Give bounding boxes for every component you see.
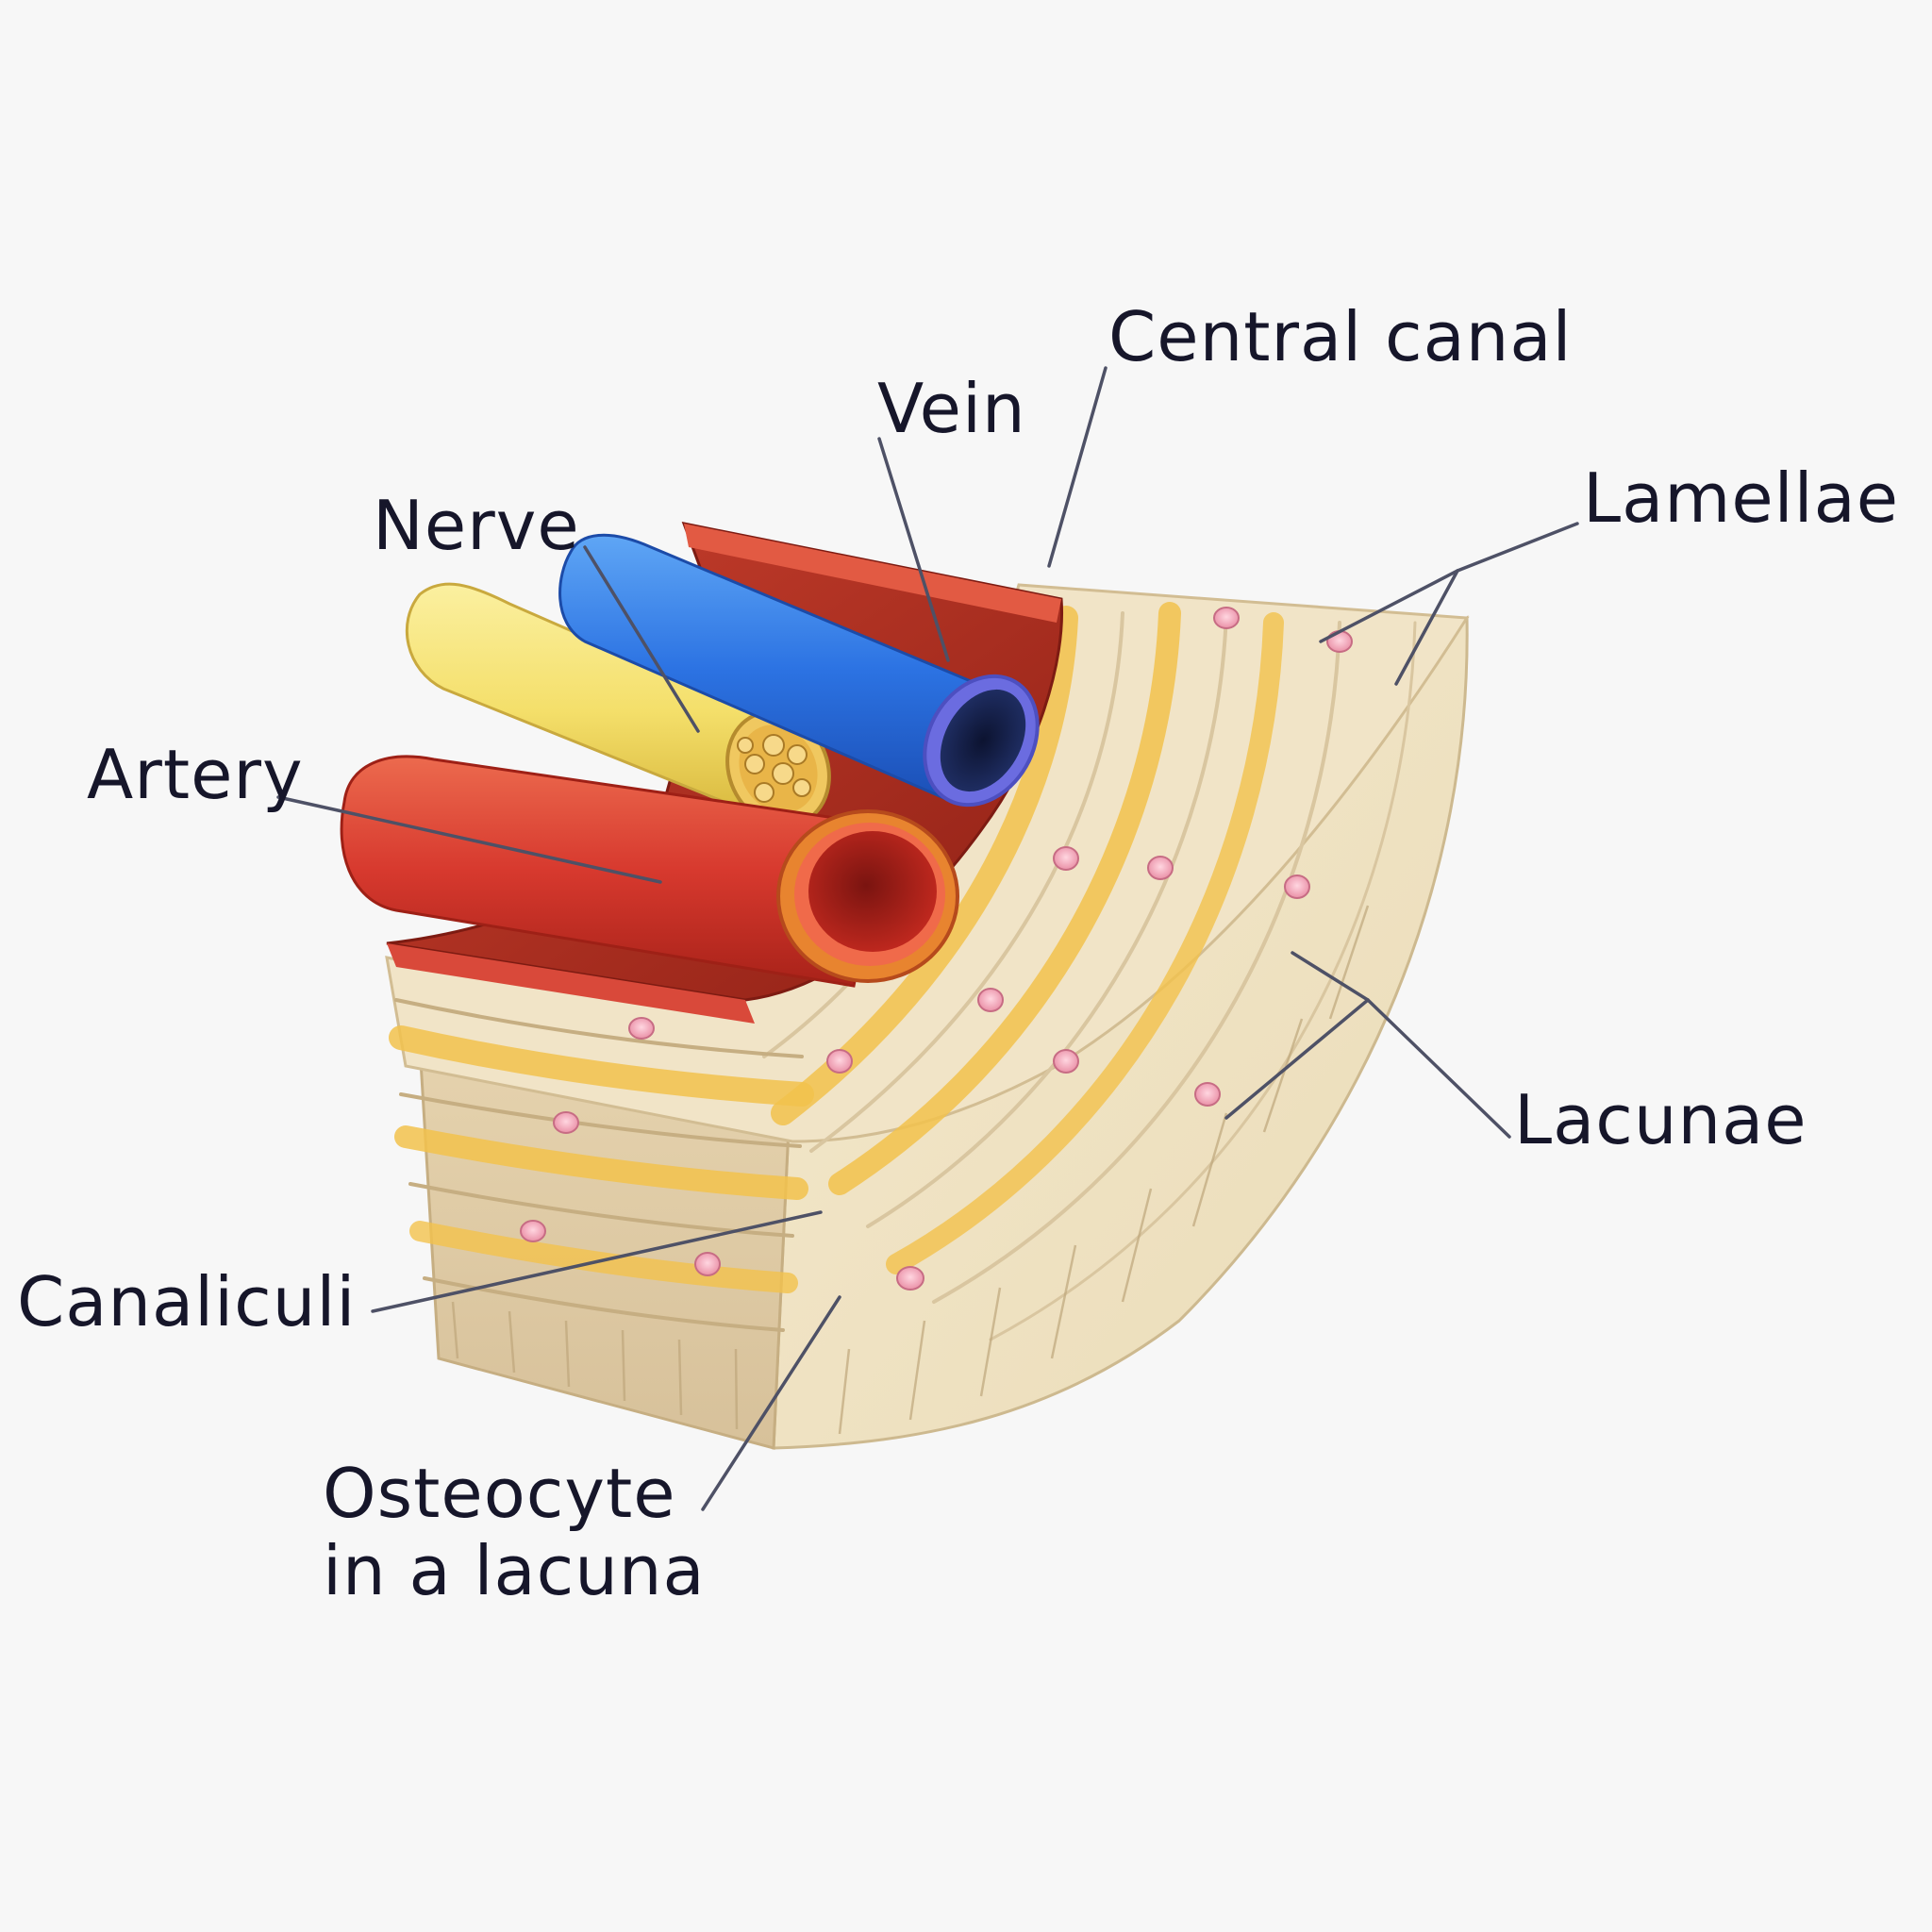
nerve — [405, 582, 831, 828]
label-artery: Artery — [87, 735, 304, 814]
leader-artery — [276, 795, 662, 884]
leader-central-canal — [1047, 366, 1108, 568]
label-lacunae: Lacunae — [1514, 1080, 1807, 1159]
leader-canaliculi — [371, 1210, 823, 1313]
label-canaliculi: Canaliculi — [17, 1262, 356, 1341]
leader-lamellae-2 — [1394, 569, 1459, 686]
label-vein: Vein — [877, 369, 1026, 448]
vein — [558, 533, 1040, 808]
leader-osteocyte — [701, 1295, 841, 1511]
leader-nerve — [583, 545, 700, 733]
bone-texture — [451, 905, 1370, 1435]
label-lamellae: Lamellae — [1583, 458, 1899, 538]
label-nerve: Nerve — [373, 486, 580, 565]
label-osteocyte-line1: Osteocyte — [323, 1454, 675, 1533]
leader-lines — [276, 366, 1579, 1511]
leader-vein — [877, 437, 950, 662]
label-central-canal: Central canal — [1108, 297, 1573, 376]
leader-lacunae-2 — [1224, 998, 1370, 1120]
lacunae-cells — [520, 607, 1353, 1291]
label-osteocyte-line2: in a lacuna — [323, 1531, 706, 1610]
labels: Central canal Vein Nerve Lamellae Artery… — [17, 297, 1899, 1610]
nerve-fascicles — [737, 734, 811, 803]
front-lamellae-bands — [389, 998, 814, 1332]
